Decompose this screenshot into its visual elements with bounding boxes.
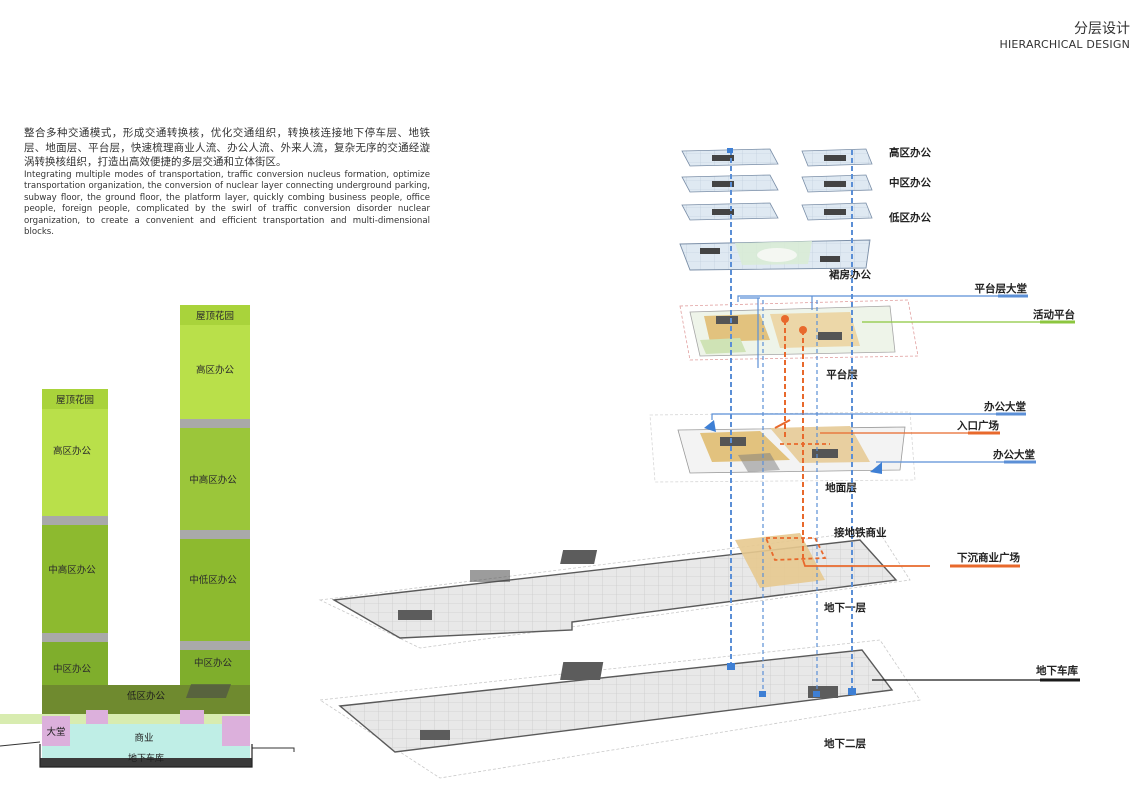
callout-subway-commercial: 接地铁商业 <box>834 526 887 539</box>
description-cn: 整合多种交通模式，形成交通转换核，优化交通组织，转换核连接地下停车层、地铁层、地… <box>24 127 430 168</box>
ground-slab <box>649 411 916 483</box>
callout-office-lobby-1-label: 办公大堂 <box>984 400 1026 413</box>
callout-platform-lobby: 平台层大堂 <box>737 282 1028 302</box>
floor-label-ground: 地面层 <box>825 481 857 494</box>
podium-lobby-label: 大堂 <box>46 726 65 738</box>
callout-sunken-plaza: 下沉商业广场 <box>950 551 1020 568</box>
vertical-circulation-lines <box>730 150 853 695</box>
floor-label-podium-office: 裙房办公 <box>829 268 871 281</box>
floor-label-high-office: 高区办公 <box>889 146 931 159</box>
core-markers <box>727 148 856 697</box>
podium-office-slab <box>679 239 871 271</box>
callout-sunken-plaza-label: 下沉商业广场 <box>957 551 1020 564</box>
callout-garage-label: 地下车库 <box>1036 664 1078 677</box>
page-title-en: HIERARCHICAL DESIGN <box>999 38 1130 51</box>
left-tower-mid-label: 中区办公 <box>53 663 92 675</box>
building-section: 屋顶花园 高区办公 中高区办公 中区办公 屋顶花园 高区办公 中高区办公 中低区… <box>0 305 295 768</box>
callout-office-lobby-2-label: 办公大堂 <box>993 448 1035 461</box>
b1-slab <box>318 529 911 649</box>
callout-office-lobby-2: 办公大堂 <box>870 448 1036 474</box>
vortex-transfer-path <box>764 320 930 567</box>
tower-floor-plates <box>681 148 873 221</box>
vortex-node-upper <box>781 315 789 323</box>
platform-slab <box>679 299 919 361</box>
b2-slab <box>185 639 921 779</box>
right-tower-midlow-label: 中低区办公 <box>189 574 237 586</box>
description-block: 整合多种交通模式，形成交通转换核，优化交通组织，转换核连接地下停车层、地铁层、地… <box>24 126 430 239</box>
right-tower-mid-label: 中区办公 <box>194 657 233 669</box>
left-tower-roof-label: 屋顶花园 <box>56 394 94 406</box>
page-title-cn: 分层设计 <box>1074 21 1130 37</box>
podium-commercial-label: 商业 <box>134 732 153 744</box>
floor-label-b2: 地下二层 <box>824 737 866 750</box>
description-en: Integrating multiple modes of transporta… <box>24 169 430 238</box>
callout-activity-platform-label: 活动平台 <box>1033 308 1075 321</box>
floor-label-platform: 平台层 <box>826 368 858 381</box>
floor-label-mid-office: 中区办公 <box>889 176 931 189</box>
right-tower-midhigh-label: 中高区办公 <box>189 474 237 486</box>
callout-entrance-plaza-label: 入口广场 <box>957 419 999 432</box>
floor-label-b1: 地下一层 <box>824 601 866 614</box>
callout-garage: 地下车库 <box>872 664 1080 682</box>
left-tower-midhigh-label: 中高区办公 <box>48 564 96 576</box>
right-tower-high-label: 高区办公 <box>196 364 235 376</box>
callout-subway-commercial-label: 接地铁商业 <box>834 526 887 539</box>
callout-entrance-plaza: 入口广场 <box>820 419 1000 435</box>
left-tower-high-label: 高区办公 <box>53 445 92 457</box>
podium-garage-label: 地下车库 <box>128 752 164 764</box>
callout-office-lobby-1: 办公大堂 <box>704 400 1026 432</box>
podium-low-office-label: 低区办公 <box>127 690 166 702</box>
callout-activity-platform: 活动平台 <box>862 308 1075 324</box>
callout-platform-lobby-label: 平台层大堂 <box>975 282 1028 295</box>
right-tower-roof-label: 屋顶花园 <box>196 310 234 322</box>
vortex-node-lower <box>799 326 807 334</box>
floor-label-low-office: 低区办公 <box>888 211 931 224</box>
